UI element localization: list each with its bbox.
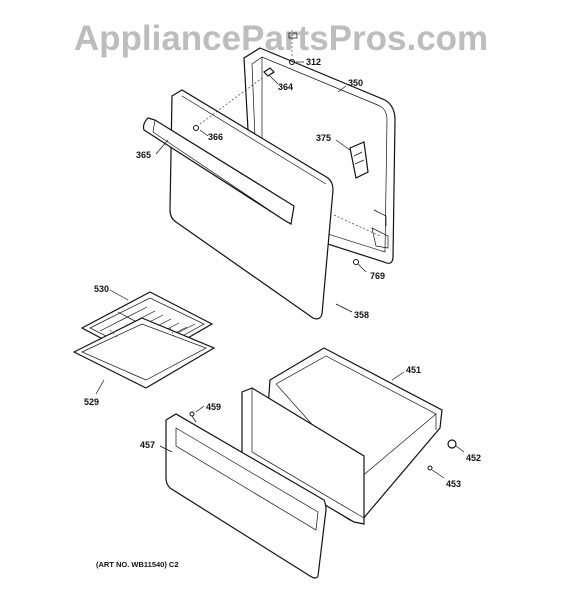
callout-530: 530 (94, 284, 109, 294)
callout-451: 451 (406, 365, 421, 375)
art-number-label: (ART NO. WB11540) C2 (96, 560, 179, 569)
callout-769: 769 (370, 271, 385, 281)
callout-358: 358 (354, 310, 369, 320)
callout-529: 529 (84, 397, 99, 407)
door-bracket-375 (349, 141, 369, 179)
callout-350: 350 (348, 78, 363, 88)
callout-364: 364 (278, 82, 293, 92)
callout-365: 365 (136, 150, 151, 160)
callout-452: 452 (466, 453, 481, 463)
screw-453 (427, 465, 433, 471)
callout-375: 375 (316, 133, 331, 143)
clip-364 (263, 67, 275, 77)
screw-366 (193, 77, 263, 131)
drawer-front-panel-457 (165, 413, 327, 579)
screw-459 (189, 411, 197, 423)
callout-453: 453 (446, 479, 461, 489)
leader-lines (95, 61, 465, 479)
callout-457: 457 (140, 440, 155, 450)
watermark-text: AppliancePartsPros.com (74, 19, 488, 58)
glide-452 (447, 439, 457, 449)
callout-459: 459 (206, 402, 221, 412)
screw-769 (353, 259, 359, 265)
callout-312: 312 (306, 57, 321, 67)
door-handle-365 (142, 117, 295, 225)
door-outer-panel-358 (169, 89, 334, 320)
callout-366: 366 (208, 132, 223, 142)
broiler-pan-529 (72, 317, 216, 389)
screw-312 (288, 30, 298, 65)
